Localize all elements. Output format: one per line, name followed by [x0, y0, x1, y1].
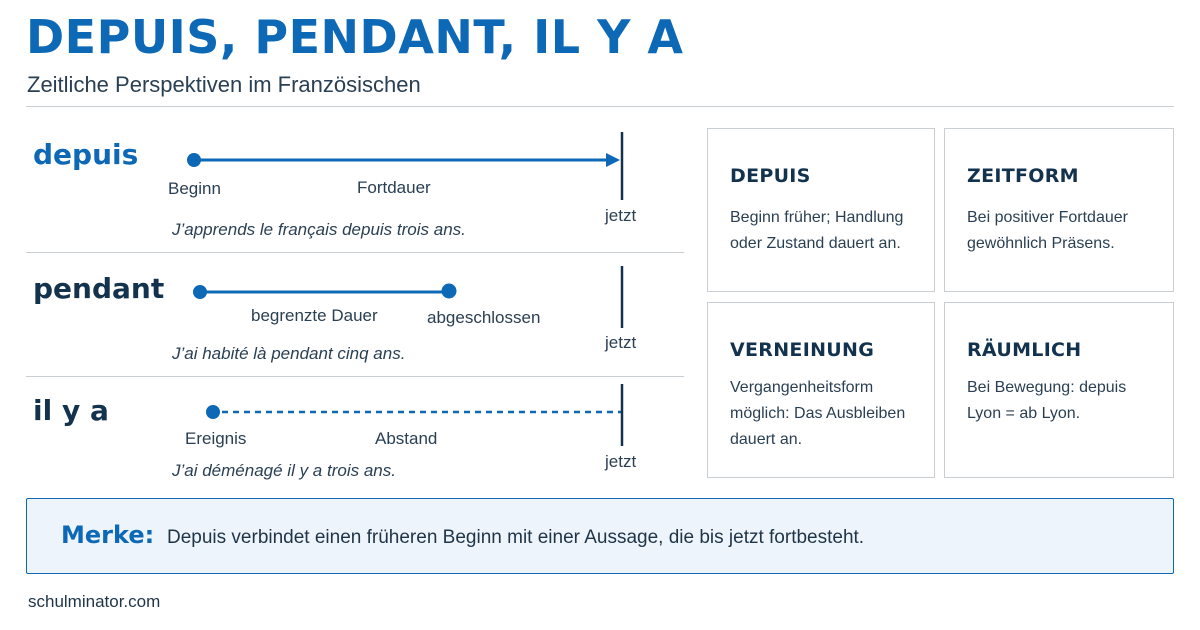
timeline-il-y-a-graphic: [206, 384, 624, 446]
box-title: DEPUIS: [730, 165, 811, 187]
box-title: ZEITFORM: [967, 165, 1079, 187]
note-text: Depuis verbindet einen früheren Beginn m…: [167, 527, 865, 548]
box-text: Bei positiver Fortdauer gewöhnlich Präse…: [967, 209, 1128, 252]
note-label: Merke:: [61, 521, 155, 549]
timeline-depuis-graphic: [187, 132, 624, 200]
label-now: jetzt: [605, 206, 637, 225]
label-event: Ereignis: [185, 429, 247, 448]
info-box-depuis: DEPUIS Beginn früher; Handlung oder Zust…: [707, 128, 935, 292]
label-distance: Abstand: [375, 429, 438, 448]
box-title: VERNEINUNG: [730, 339, 875, 361]
label-duration: Fortdauer: [357, 178, 431, 197]
end-point: [441, 283, 457, 299]
timeline-depuis: depuis Beginn Fortdauer jetzt J’apprends…: [26, 120, 684, 250]
term-label: pendant: [33, 272, 165, 305]
example-sentence: J’ai habité là pendant cinq ans.: [172, 344, 406, 363]
page-subtitle: Zeitliche Perspektiven im Französischen: [27, 72, 421, 97]
label-now: jetzt: [605, 452, 637, 471]
label-now: jetzt: [605, 333, 637, 352]
timeline-pendant: pendant begrenzte Dauer abgeschlossen je…: [26, 254, 684, 374]
merke-note: Merke: Depuis verbindet einen früheren B…: [26, 498, 1174, 574]
label-start: Beginn: [168, 179, 221, 198]
term-label: depuis: [33, 138, 139, 171]
arrow-head: [606, 153, 620, 167]
site-credit: schulminator.com: [28, 592, 161, 611]
row-divider: [26, 376, 684, 377]
example-sentence: J’apprends le français depuis trois ans.: [172, 220, 466, 239]
page-title: DEPUIS, PENDANT, IL Y A: [26, 10, 684, 64]
label-closed: abgeschlossen: [427, 308, 541, 327]
start-point: [187, 153, 201, 167]
box-text: Beginn früher; Handlung oder Zustand dau…: [730, 209, 904, 252]
info-box-verneinung: VERNEINUNG Vergangenheitsform möglich: D…: [707, 302, 935, 478]
term-label: il y a: [33, 394, 109, 427]
timeline-pendant-graphic: [193, 266, 624, 328]
start-point: [193, 285, 207, 299]
event-point: [206, 405, 220, 419]
timeline-il-y-a: il y a Ereignis Abstand jetzt J’ai démén…: [26, 378, 684, 488]
box-text: Bei Bewegung: depuis Lyon = ab Lyon.: [967, 379, 1127, 422]
label-duration: begrenzte Dauer: [251, 306, 378, 325]
header-divider: [26, 106, 1174, 107]
box-title: RÄUMLICH: [967, 339, 1082, 361]
info-box-zeitform: ZEITFORM Bei positiver Fortdauer gewöhnl…: [944, 128, 1174, 292]
example-sentence: J’ai déménagé il y a trois ans.: [172, 461, 396, 480]
info-box-raeumlich: RÄUMLICH Bei Bewegung: depuis Lyon = ab …: [944, 302, 1174, 478]
row-divider: [26, 252, 684, 253]
box-text: Vergangenheitsform möglich: Das Ausbleib…: [730, 379, 906, 448]
